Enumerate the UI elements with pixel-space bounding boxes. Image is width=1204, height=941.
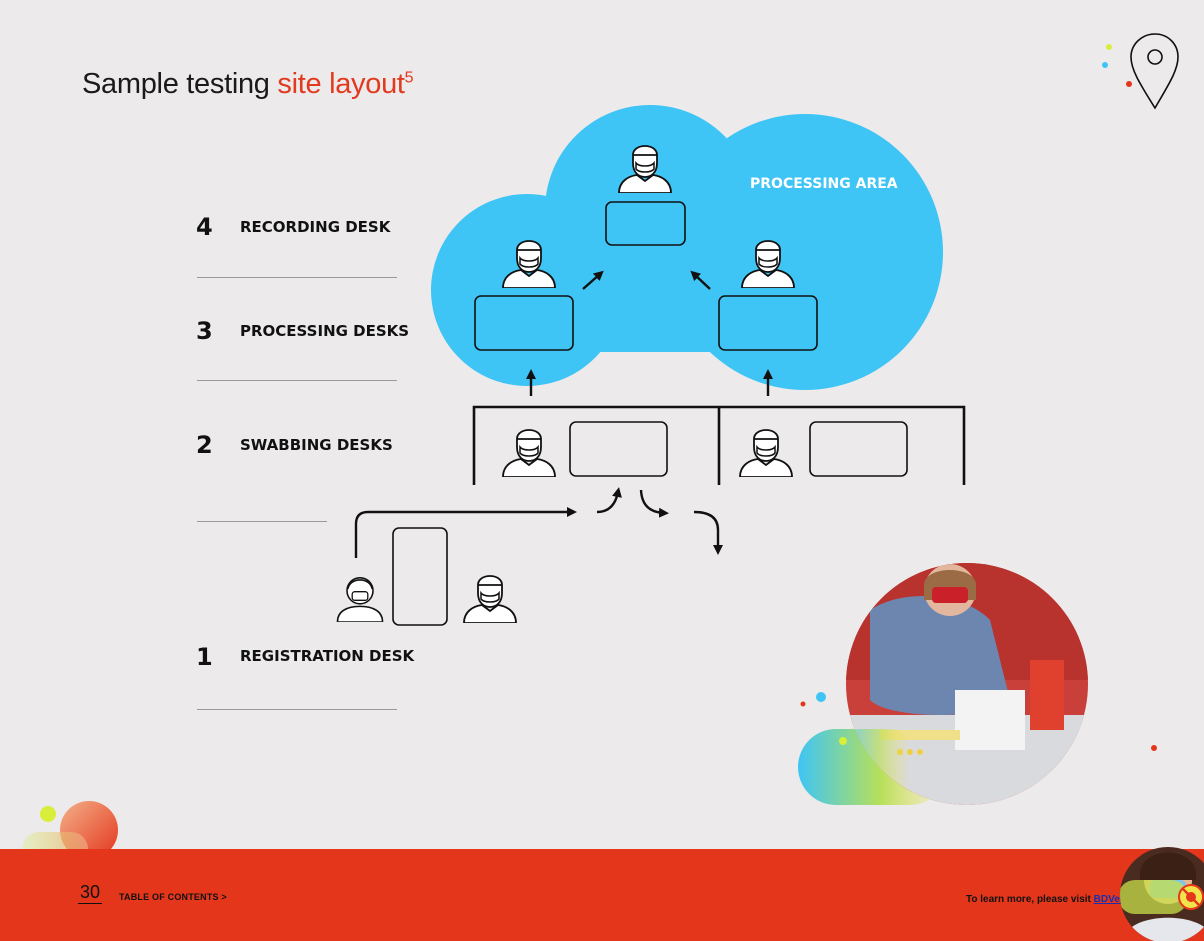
page-number: 30: [78, 882, 103, 904]
processing-desk-right: [718, 240, 818, 351]
step-1-number: 1: [196, 643, 213, 671]
step-4-label: RECORDING DESK: [240, 218, 391, 236]
step-3-number: 3: [196, 317, 213, 345]
step-2-number: 2: [196, 431, 213, 459]
page-title: Sample testing site layout5: [82, 68, 414, 101]
step-3-label: PROCESSING DESKS: [240, 322, 410, 340]
processing-desk-left: [474, 240, 574, 351]
title-superscript: 5: [404, 69, 414, 87]
step-2-label: SWABBING DESKS: [240, 436, 393, 454]
learn-more-prefix: To learn more, please visit: [966, 894, 1094, 905]
swabbing-desk-right: [739, 421, 908, 477]
footer-band: [0, 849, 1204, 941]
virus-icon: [1178, 884, 1204, 910]
registration-desk: [336, 527, 517, 626]
step-4-number: 4: [196, 213, 213, 241]
step-divider: [197, 277, 397, 278]
processing-area-label: PROCESSING AREA: [750, 176, 898, 192]
location-pin-icon: [1102, 33, 1179, 110]
step-divider: [197, 521, 327, 522]
swabbing-booths: [472, 405, 966, 485]
title-prefix: Sample testing: [82, 68, 278, 100]
recording-desk: [605, 145, 686, 246]
step-divider: [197, 709, 397, 710]
swabbing-desk-left: [502, 421, 668, 477]
flow-arrows: [354, 270, 773, 558]
table-of-contents-link[interactable]: TABLE OF CONTENTS >: [119, 892, 227, 902]
step-divider: [197, 380, 397, 381]
title-accent: site layout: [277, 68, 405, 100]
step-1-label: REGISTRATION DESK: [240, 647, 415, 665]
